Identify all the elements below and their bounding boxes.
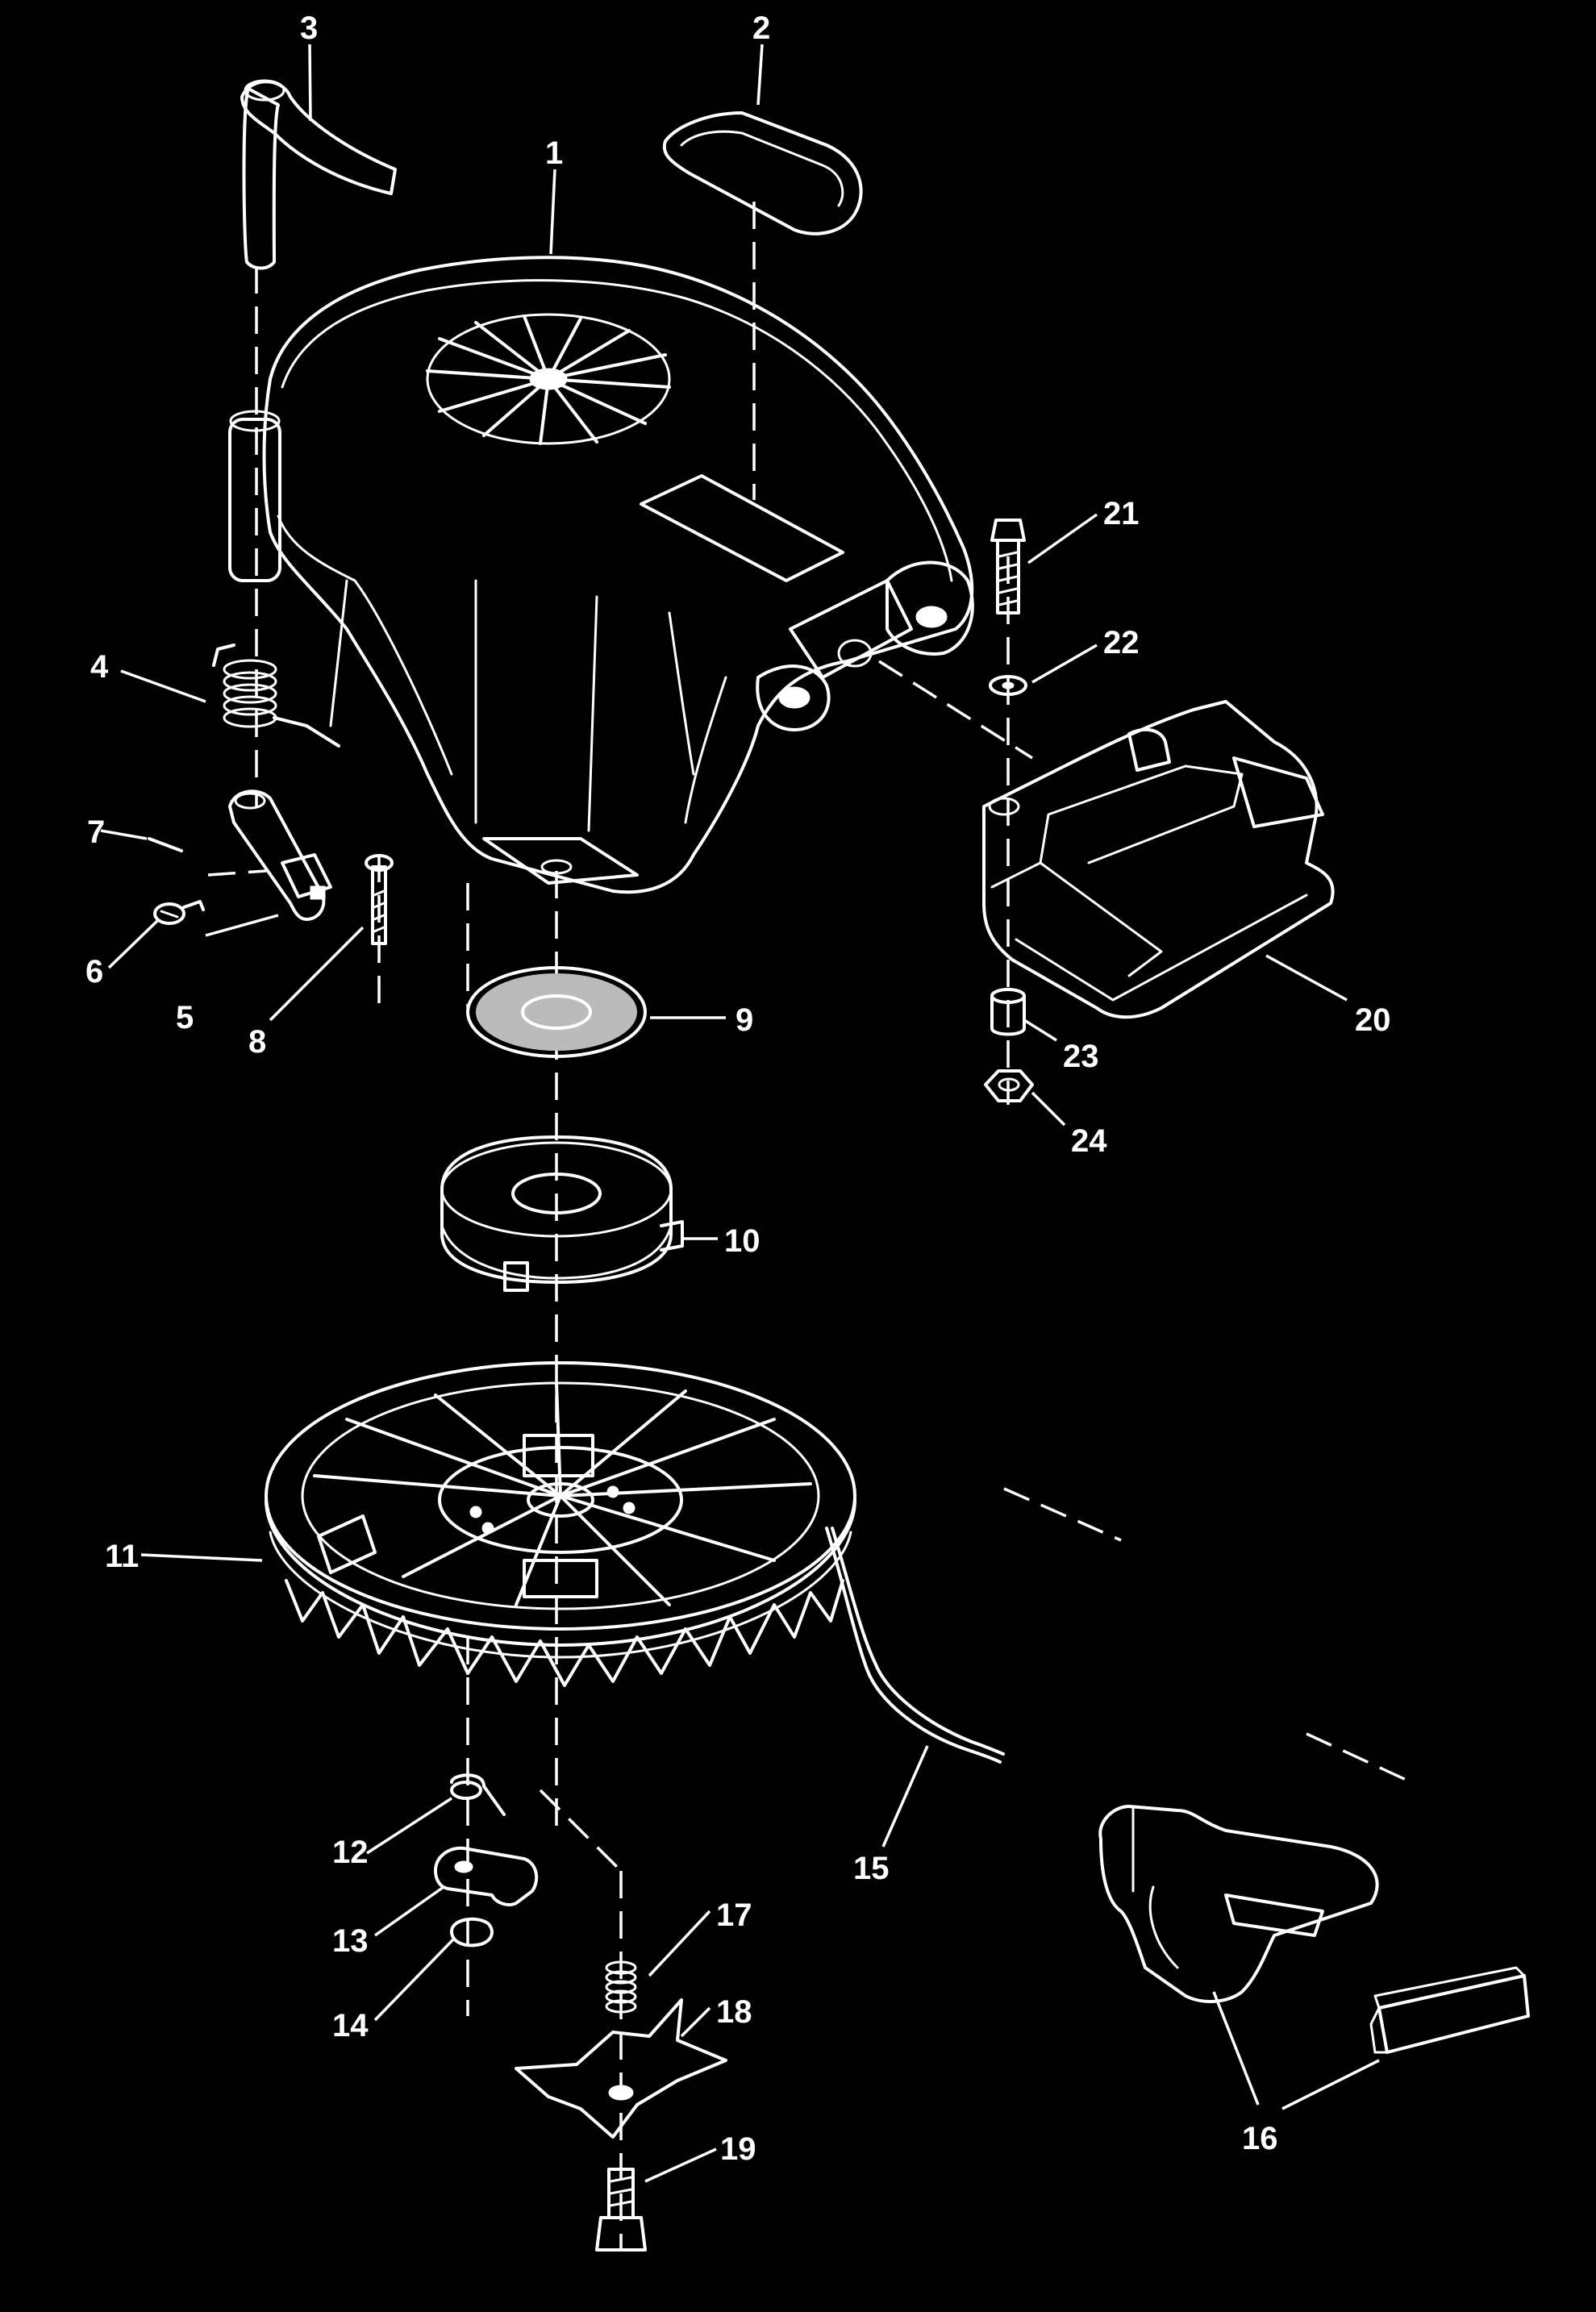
callout-7: 7 bbox=[87, 814, 105, 850]
callout-14: 14 bbox=[332, 2008, 369, 2043]
part-1-starter-housing bbox=[228, 256, 974, 894]
part-24-nut bbox=[984, 1069, 1034, 1102]
part-11-rope-pulley bbox=[265, 1361, 856, 1687]
callout-8: 8 bbox=[248, 1024, 266, 1060]
part-2-cover-plug bbox=[662, 111, 863, 235]
part-3-knob-lever bbox=[240, 79, 397, 270]
part-17-small-spring bbox=[605, 1960, 637, 2014]
part-6-screw bbox=[153, 900, 205, 925]
part-15-starter-rope bbox=[825, 1527, 1005, 1764]
callout-16: 16 bbox=[1242, 2121, 1278, 2156]
part-18-star-plate bbox=[515, 1998, 727, 2139]
assembly-center-lines bbox=[207, 202, 1412, 2250]
callout-4: 4 bbox=[90, 649, 109, 685]
part-4-spring bbox=[212, 644, 340, 748]
callout-10: 10 bbox=[724, 1223, 760, 1259]
callout-9: 9 bbox=[735, 1002, 753, 1038]
callout-15: 15 bbox=[853, 1851, 890, 1886]
housing-vent-starburst bbox=[426, 313, 671, 445]
part-7-pin bbox=[148, 837, 183, 852]
part-8-bolt bbox=[365, 854, 394, 945]
part-5-latch bbox=[228, 789, 332, 921]
callout-18: 18 bbox=[716, 1994, 752, 2030]
part-22-washer bbox=[989, 675, 1027, 696]
part-20-mounting-bracket bbox=[982, 700, 1335, 1019]
callout-12: 12 bbox=[332, 1835, 369, 1870]
part-16-rope-handle bbox=[1098, 1805, 1530, 2054]
callout-6: 6 bbox=[85, 954, 103, 989]
callout-19: 19 bbox=[720, 2131, 756, 2167]
callout-1: 1 bbox=[545, 135, 563, 171]
callout-labels: 3 2 1 4 7 6 5 8 9 10 11 12 13 14 15 16 1… bbox=[85, 10, 1391, 2167]
callout-20: 20 bbox=[1355, 1002, 1391, 1038]
callout-2: 2 bbox=[752, 10, 770, 46]
callout-17: 17 bbox=[716, 1898, 752, 1933]
callout-3: 3 bbox=[300, 10, 318, 46]
callout-11: 11 bbox=[105, 1539, 139, 1574]
part-14-e-ring bbox=[450, 1917, 494, 1947]
callout-23: 23 bbox=[1063, 1039, 1099, 1074]
callout-24: 24 bbox=[1071, 1123, 1107, 1159]
callout-21: 21 bbox=[1103, 496, 1140, 531]
part-10-retainer bbox=[440, 1135, 684, 1292]
callout-13: 13 bbox=[332, 1923, 369, 1959]
part-12-spring-clip bbox=[450, 1773, 506, 1816]
callout-22: 22 bbox=[1103, 625, 1140, 660]
callout-leaders bbox=[100, 44, 1380, 2183]
part-19-retainer-screw bbox=[595, 2168, 647, 2252]
part-21-bolt bbox=[990, 519, 1026, 614]
part-9-friction-washer bbox=[466, 966, 647, 1058]
part-23-spacer bbox=[990, 988, 1026, 1036]
pulley-ratchet-teeth bbox=[285, 1579, 844, 1687]
callout-5: 5 bbox=[176, 1000, 194, 1035]
